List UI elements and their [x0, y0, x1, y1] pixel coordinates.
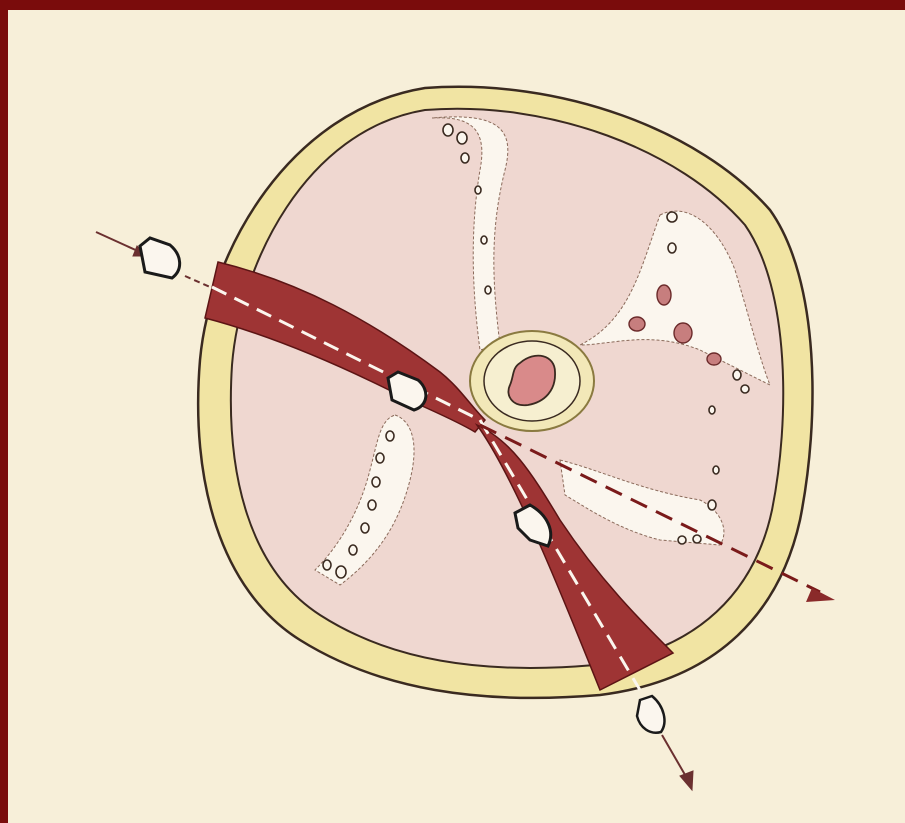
limb-cross-section-illustration — [0, 0, 905, 823]
illustration-frame — [0, 0, 905, 823]
